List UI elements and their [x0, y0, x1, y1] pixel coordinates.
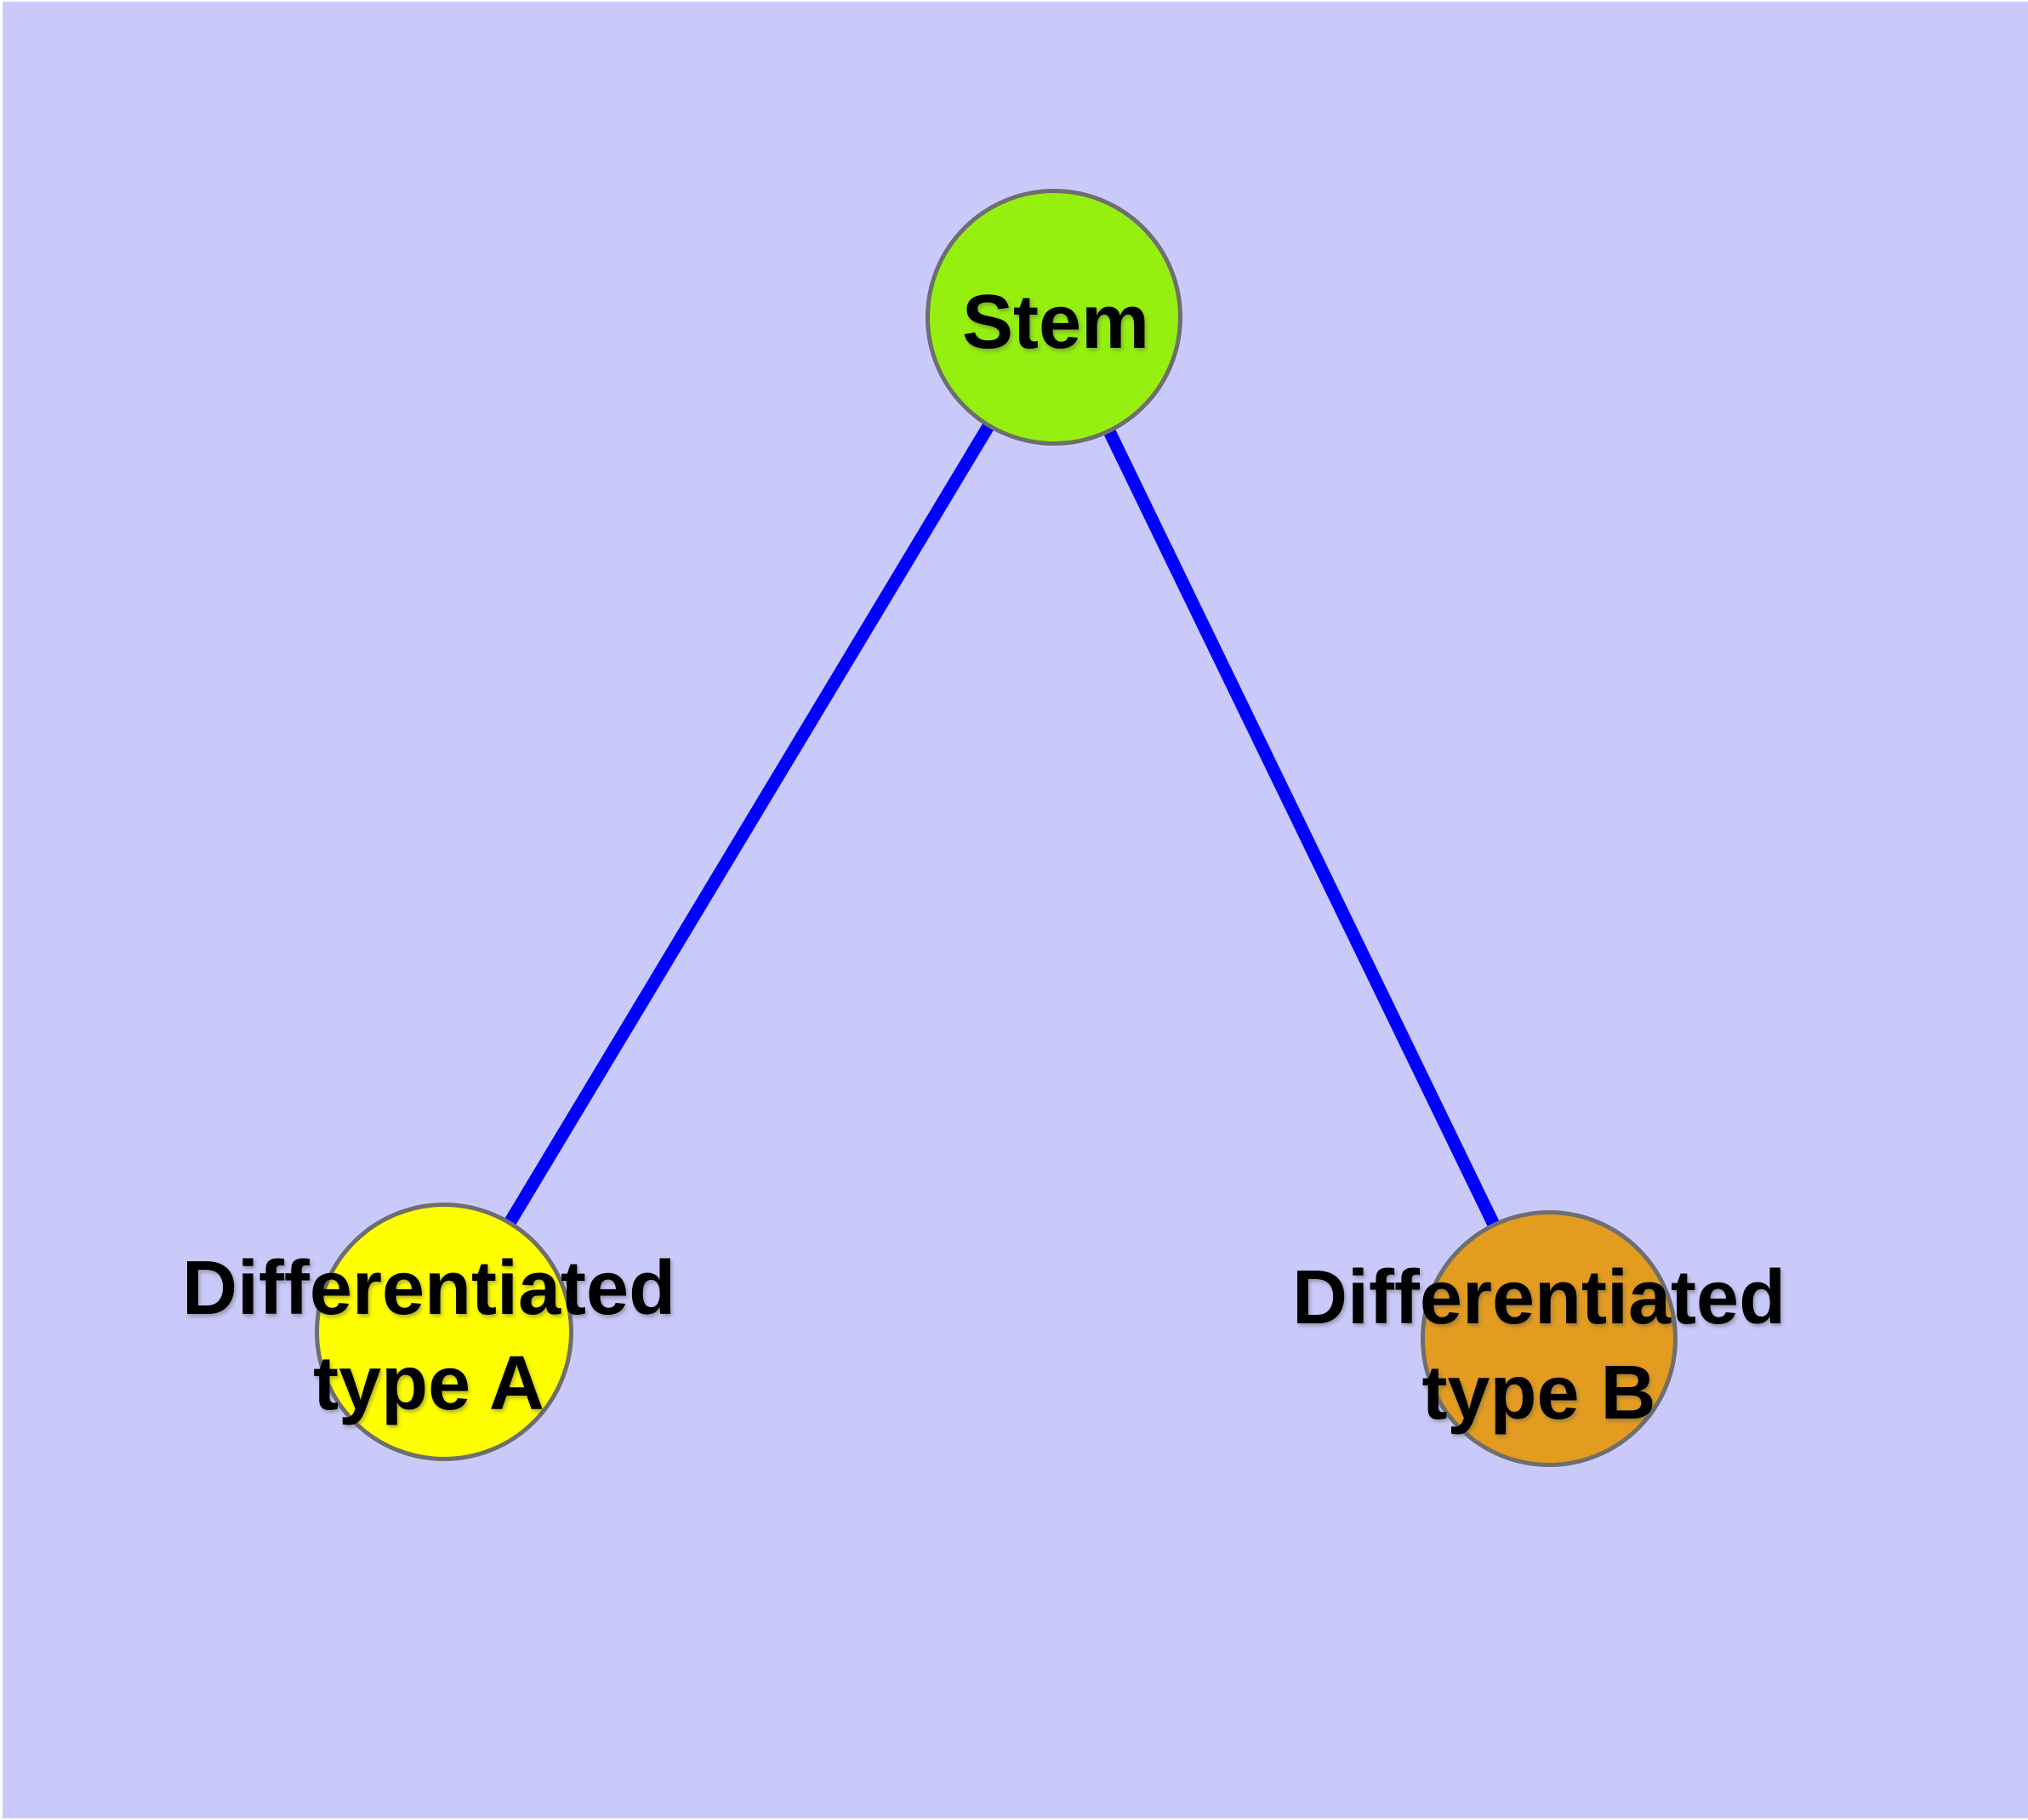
differentiated-type-a-label: Differentiated type A [182, 1241, 675, 1431]
edge-stem-to-differentiated-type-b[interactable] [1048, 314, 1555, 1342]
differentiated-type-b-circle[interactable] [1421, 1210, 1678, 1467]
node-differentiated-type-a[interactable]: Differentiated type A [182, 1203, 675, 1461]
node-stem[interactable]: Stem [926, 189, 1182, 446]
stem-label-text: Stem [961, 280, 1150, 365]
stem-circle[interactable] [926, 189, 1182, 446]
stem-label: Stem [962, 275, 1149, 370]
differentiated-type-a-label-line1: Differentiated [181, 1246, 676, 1331]
edge-stem-to-differentiated-type-a[interactable] [438, 314, 1060, 1335]
diagram-canvas: Stem Differentiated type A Differentiate… [3, 2, 2028, 1818]
differentiated-type-a-label-line2: type A [313, 1341, 544, 1426]
differentiated-type-b-label: Differentiated type B [1292, 1250, 1786, 1441]
differentiated-type-b-label-line2: type B [1421, 1351, 1656, 1436]
edges-layer [438, 314, 1555, 1342]
differentiated-type-b-label-line1: Differentiated [1291, 1255, 1786, 1340]
differentiated-type-a-circle[interactable] [315, 1203, 573, 1461]
node-differentiated-type-b[interactable]: Differentiated type B [1292, 1210, 1786, 1467]
